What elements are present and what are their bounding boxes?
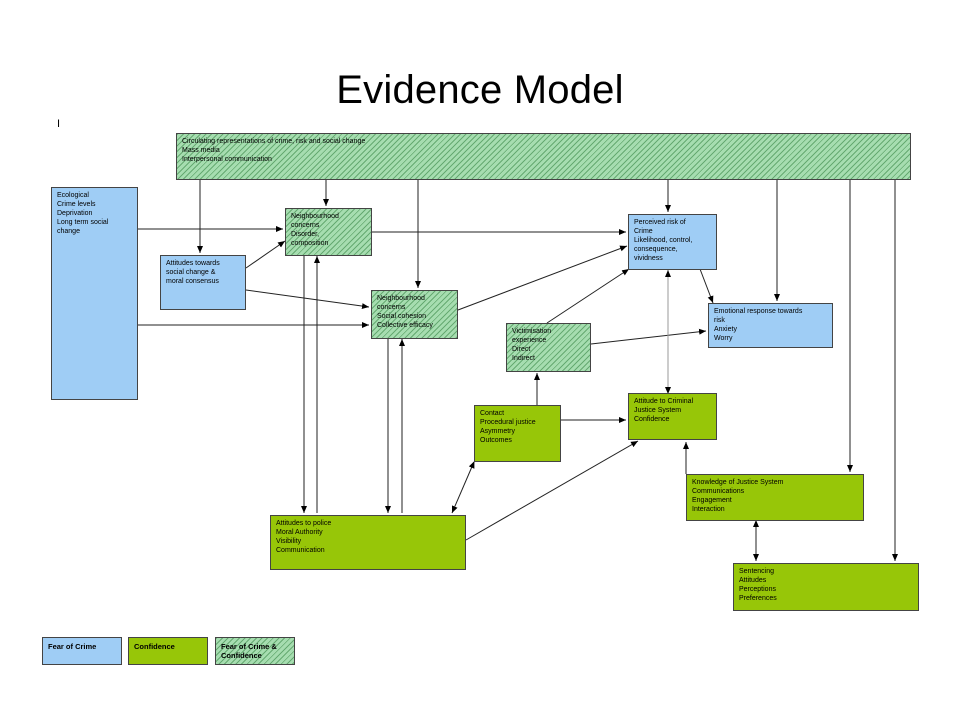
sentencing-box: Sentencing Attitudes Perceptions Prefere…	[733, 563, 919, 611]
attitudes-to-police-box: Attitudes to police Moral Authority Visi…	[270, 515, 466, 570]
corner-mark: I	[57, 118, 61, 130]
neighbourhood-cohesion-box: Neighbourhood concerns Social cohesion C…	[371, 290, 458, 339]
emotional-response-box: Emotional response towards risk Anxiety …	[708, 303, 833, 348]
legend-confidence: Confidence	[128, 637, 208, 665]
knowledge-justice-system-box: Knowledge of Justice System Communicatio…	[686, 474, 864, 521]
perceived-risk-box: Perceived risk of Crime Likelihood, cont…	[628, 214, 717, 270]
legend-fear-of-crime: Fear of Crime	[42, 637, 122, 665]
legend-fear-and-confidence: Fear of Crime & Confidence	[215, 637, 295, 665]
page-title: Evidence Model	[336, 68, 624, 112]
neighbourhood-disorder-box: Neighbourhood concerns Disorder, composi…	[285, 208, 372, 256]
attitudes-social-change-box: Attitudes towards social change & moral …	[160, 255, 246, 310]
criminal-justice-attitude-box: Attitude to Criminal Justice System Conf…	[628, 393, 717, 440]
ecological-box: Ecological Crime levels Deprivation Long…	[51, 187, 138, 400]
contact-box: Contact Procedural justice Asymmetry Out…	[474, 405, 561, 462]
circulating-representations-box: Circulating representations of crime, ri…	[176, 133, 911, 180]
victimisation-experience-box: Victimisation experience Direct Indirect	[506, 323, 591, 372]
